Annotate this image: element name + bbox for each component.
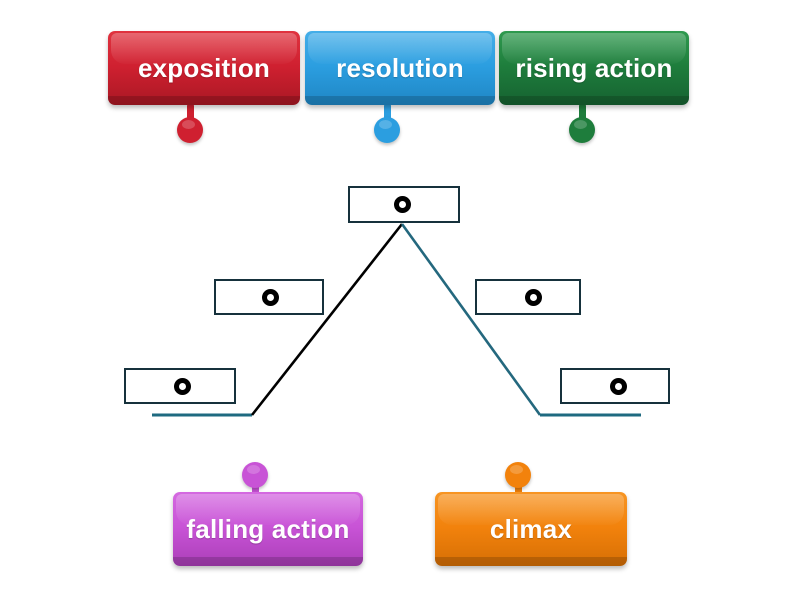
rising-action-line [250,223,404,416]
tile-falling-action[interactable]: falling action [173,492,363,566]
tile-label: rising action [515,53,673,83]
falling-action-line [400,223,542,416]
pin-stem [187,103,194,125]
drop-target-rising-action-slot[interactable] [214,279,324,315]
drop-target-falling-action-slot[interactable] [475,279,581,315]
drop-target-resolution-slot[interactable] [560,368,670,404]
tile-label: falling action [186,514,350,544]
circle-outline-icon [262,288,279,306]
tile-climax[interactable]: climax [435,492,627,566]
tile-rising-action[interactable]: rising action [499,31,689,105]
connector-pin-exposition[interactable] [177,103,203,143]
pin-stem [579,103,586,125]
circle-outline-icon [394,196,411,213]
pin-knob [569,117,595,143]
drop-target-climax-slot[interactable] [348,186,460,223]
pin-knob [374,117,400,143]
pin-knob [242,462,268,488]
tile-label: resolution [336,53,464,83]
drop-target-exposition-slot[interactable] [124,368,236,404]
pin-stem [384,103,391,125]
pin-knob [505,462,531,488]
tile-label: climax [489,514,573,544]
pin-knob [177,117,203,143]
connector-pin-resolution[interactable] [374,103,400,143]
tile-label: exposition [137,53,270,83]
tile-resolution[interactable]: resolution [305,31,495,105]
tile-exposition[interactable]: exposition [108,31,300,105]
circle-outline-icon [525,288,542,306]
circle-outline-icon [610,377,627,395]
connector-pin-rising-action[interactable] [569,103,595,143]
circle-outline-icon [174,377,191,395]
